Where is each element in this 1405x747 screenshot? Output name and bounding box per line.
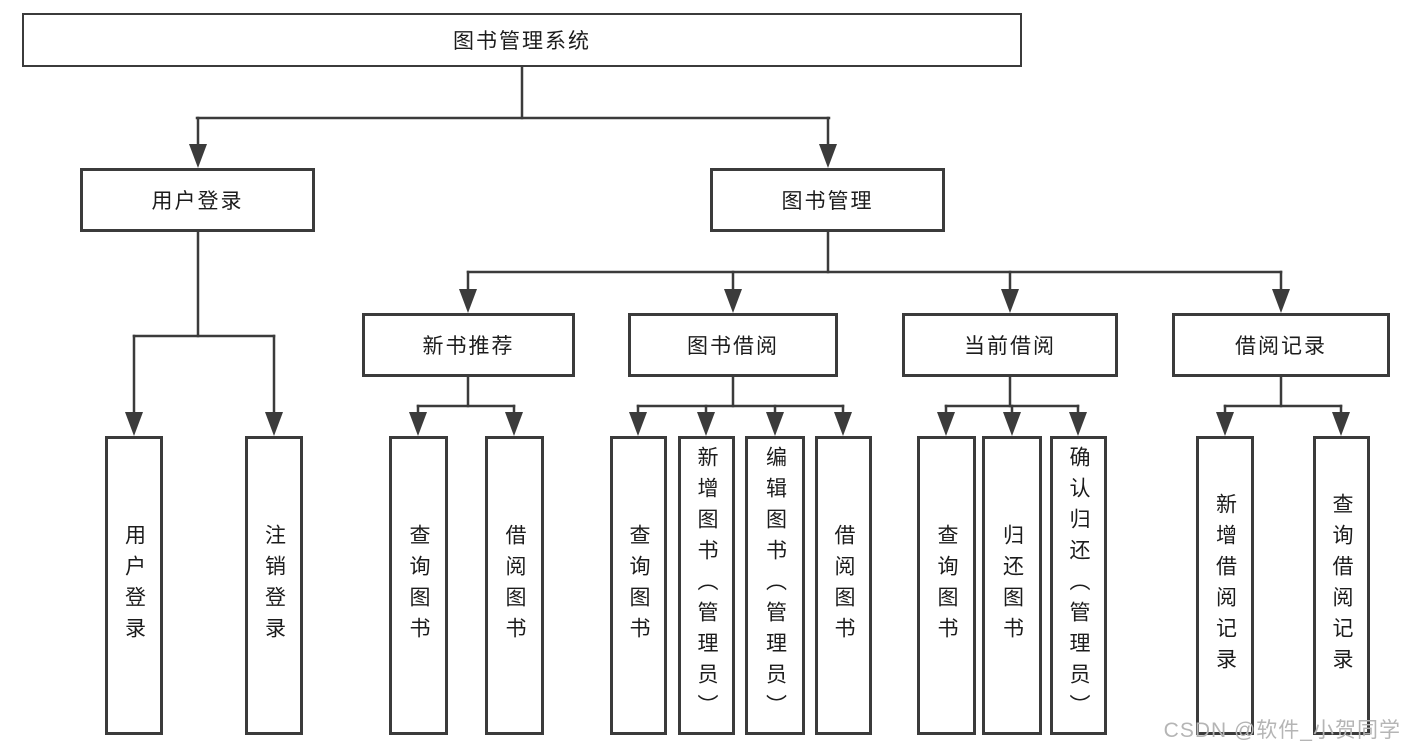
leaf-query-books-current: 查询图书 [917, 436, 976, 735]
node-book-management: 图书管理 [710, 168, 945, 232]
node-user-login: 用户登录 [80, 168, 315, 232]
leaf-user-login: 用户登录 [105, 436, 163, 735]
node-library-system: 图书管理系统 [22, 13, 1022, 67]
leaf-query-books-recommend: 查询图书 [389, 436, 448, 735]
leaf-borrow-books: 借阅图书 [815, 436, 872, 735]
leaf-confirm-return-admin: 确认归还（管理员） [1050, 436, 1107, 735]
leaf-add-borrow-record: 新增借阅记录 [1196, 436, 1254, 735]
node-borrow-records: 借阅记录 [1172, 313, 1390, 377]
node-current-borrow: 当前借阅 [902, 313, 1118, 377]
leaf-edit-books-admin: 编辑图书（管理员） [745, 436, 805, 735]
leaf-query-borrow-record: 查询借阅记录 [1313, 436, 1370, 735]
leaf-add-books-admin: 新增图书（管理员） [678, 436, 735, 735]
leaf-logout: 注销登录 [245, 436, 303, 735]
leaf-borrow-books-recommend: 借阅图书 [485, 436, 544, 735]
node-book-borrow: 图书借阅 [628, 313, 838, 377]
leaf-return-books: 归还图书 [982, 436, 1042, 735]
leaf-query-books-borrow: 查询图书 [610, 436, 667, 735]
watermark: CSDN @软件_小贺同学 [1163, 719, 1401, 742]
node-new-book-recommend: 新书推荐 [362, 313, 575, 377]
